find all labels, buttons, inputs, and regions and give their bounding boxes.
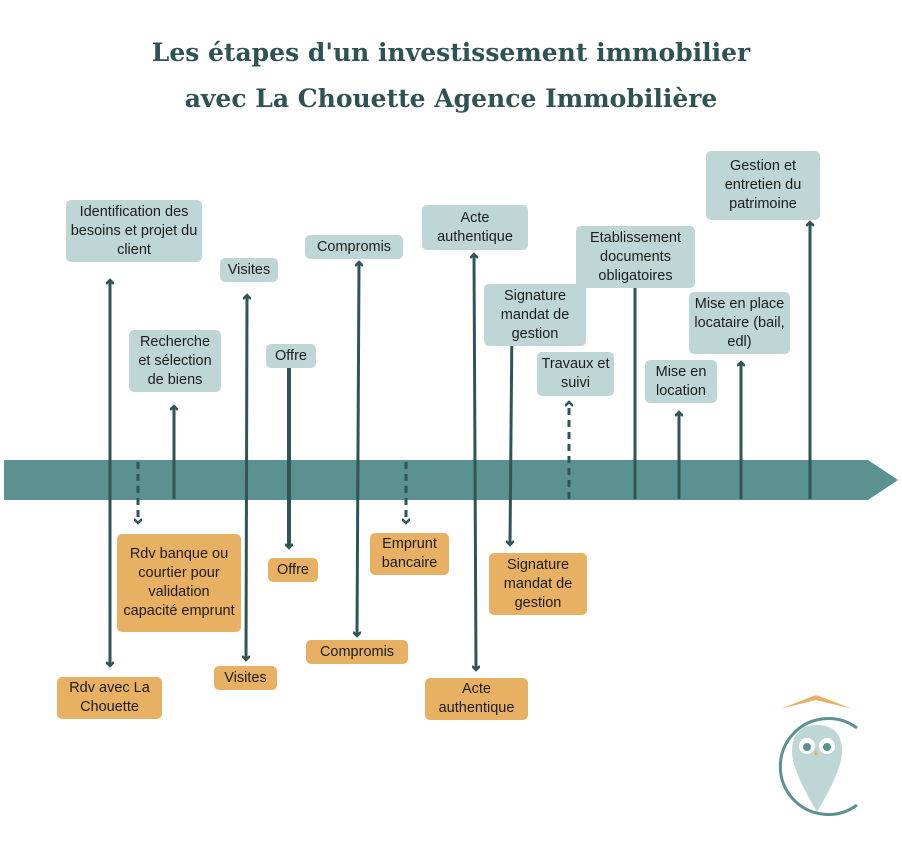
label-gestion: Gestion et entretien du patrimoine <box>706 151 820 220</box>
label-identification: Identification des besoins et projet du … <box>66 200 202 262</box>
label-mandat-bottom: Signature mandat de gestion <box>489 553 587 615</box>
label-compromis-bottom: Compromis <box>306 640 408 664</box>
label-visites-bottom: Visites <box>214 666 277 690</box>
label-documents: Etablissement documents obligatoires <box>576 226 695 288</box>
title-line-1: Les étapes d'un investissement immobilie… <box>151 38 751 67</box>
arrow-compromis <box>357 264 359 634</box>
label-travaux: Travaux et suivi <box>537 352 614 396</box>
arrow-visites <box>246 297 247 658</box>
label-locataire: Mise en place locataire (bail, edl) <box>689 292 790 354</box>
label-offre-top: Offre <box>266 344 316 368</box>
title-line-2: avec La Chouette Agence Immobilière <box>184 84 718 113</box>
arrow-acte <box>474 256 476 668</box>
label-rdv-chouette: Rdv avec La Chouette <box>57 677 162 719</box>
arrow-mandat <box>510 322 512 543</box>
label-compromis-top: Compromis <box>305 235 403 259</box>
label-recherche: Recherche et sélection de biens <box>129 330 221 392</box>
label-emprunt: Emprunt bancaire <box>370 533 449 575</box>
label-mise-en-location: Mise en location <box>645 360 717 403</box>
label-acte-bottom: Acte authentique <box>425 678 528 720</box>
label-offre-bottom: Offre <box>268 558 318 582</box>
label-acte-top: Acte authentique <box>422 205 528 250</box>
label-mandat-top: Signature mandat de gestion <box>484 284 586 346</box>
owl-pin-logo <box>778 695 858 816</box>
timeline-band <box>4 460 898 500</box>
label-visites-top: Visites <box>220 258 278 282</box>
label-rdv-banque: Rdv banque ou courtier pour validation c… <box>117 534 241 632</box>
